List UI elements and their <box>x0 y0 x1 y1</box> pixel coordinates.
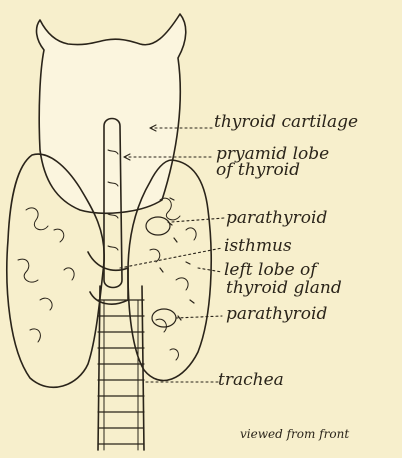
trachea-shape <box>98 286 144 450</box>
parathyroid-upper-shape <box>146 217 170 235</box>
leader-parathyroid-lower <box>176 316 222 318</box>
caption-viewed-from-front: viewed from front <box>240 428 349 440</box>
label-left-lobe-line2: thyroid gland <box>226 280 342 297</box>
leader-left-lobe <box>198 268 222 272</box>
label-thyroid-cartilage: thyroid cartilage <box>214 114 358 131</box>
leader-isthmus <box>120 248 222 268</box>
label-trachea: trachea <box>218 372 284 389</box>
leader-parathyroid-upper <box>172 218 224 222</box>
label-parathyroid-upper: parathyroid <box>226 210 327 227</box>
label-pyramid-lobe-line2: of thyroid <box>216 162 300 179</box>
label-isthmus: isthmus <box>224 238 292 255</box>
label-parathyroid-lower: parathyroid <box>226 306 327 323</box>
parathyroid-lower-shape <box>152 309 176 327</box>
label-left-lobe-line1: left lobe of <box>224 262 317 279</box>
